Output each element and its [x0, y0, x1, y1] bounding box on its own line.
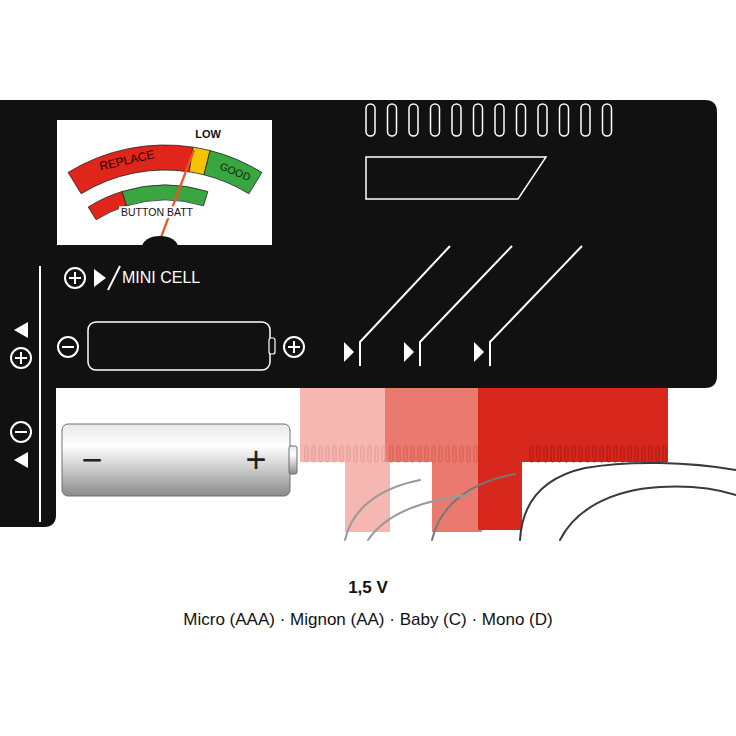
meter-text: BUTTON BATT [119, 206, 195, 218]
comb-slot [366, 104, 375, 136]
needle-pivot [142, 236, 178, 245]
comb-slot [603, 104, 612, 136]
slider-tooth [361, 446, 364, 462]
slider-tooth [579, 446, 582, 462]
comb-slot [452, 104, 461, 136]
slot-label: MINI CELL [122, 269, 200, 287]
button-good-band [122, 185, 208, 206]
slider-tooth [537, 446, 540, 462]
comb-slot [538, 104, 547, 136]
slider-tooth [544, 446, 547, 462]
slider-tooth [439, 446, 442, 462]
slider-tooth [467, 446, 470, 462]
mini-cell-nub [269, 338, 275, 354]
slot-label-text: MINI CELL [122, 269, 200, 286]
slider-tooth [460, 446, 463, 462]
meter-label: BUTTON BATT [119, 207, 195, 219]
slider-tooth [446, 446, 449, 462]
meter-text: LOW [193, 128, 223, 140]
slider-tooth [572, 446, 575, 462]
slider-tooth [628, 446, 631, 462]
slider-tooth [319, 446, 322, 462]
comb-slots [366, 104, 612, 136]
polarity-mark: + [245, 440, 266, 480]
comb-slot [581, 104, 590, 136]
comb-slot [495, 104, 504, 136]
slider-teeth [305, 446, 666, 462]
slider-small [300, 388, 390, 532]
comb-slot [409, 104, 418, 136]
size-caption-text: Micro (AAA) · Mignon (AA) · Baby (C) · M… [183, 610, 552, 629]
mini-cell-slot [88, 322, 270, 370]
polarity-mark: − [81, 440, 102, 480]
slider-tooth [530, 446, 533, 462]
slider-tooth [418, 446, 421, 462]
slider-tooth [593, 446, 596, 462]
comb-slot [517, 104, 526, 136]
slider-tooth [305, 446, 308, 462]
slider-tooth [326, 446, 329, 462]
slider-tooth [656, 446, 659, 462]
slider-large [478, 388, 668, 530]
slider-tooth [333, 446, 336, 462]
slider-tooth [411, 446, 414, 462]
slider-tooth [607, 446, 610, 462]
slider-tooth [614, 446, 617, 462]
slider-tooth [382, 446, 385, 462]
comb-slot [431, 104, 440, 136]
comb-slot [560, 104, 569, 136]
slider-tooth [354, 446, 357, 462]
slider-tooth [397, 446, 400, 462]
guide-line [39, 266, 41, 522]
slider-tooth [621, 446, 624, 462]
comb-slot [474, 104, 483, 136]
meter-label: LOW [193, 128, 223, 140]
slider-tooth [375, 446, 378, 462]
spring-contacts [344, 246, 582, 366]
slider-tooth [474, 446, 477, 462]
slider-tooth [390, 446, 393, 462]
slider-tooth [551, 446, 554, 462]
meter-needle [160, 150, 194, 240]
voltage-title-text: 1,5 V [348, 578, 388, 597]
slider-tooth [340, 446, 343, 462]
meter-window: LOWREPLACEGOODBUTTON BATT [57, 120, 272, 245]
slider-tooth [558, 446, 561, 462]
display-outline [366, 157, 546, 199]
aa-battery [62, 424, 290, 496]
slider-tooth [663, 446, 666, 462]
slider-tooth [635, 446, 638, 462]
battery-terminal [289, 446, 297, 474]
slider-tooth [432, 446, 435, 462]
slider-tooth [368, 446, 371, 462]
slider-tooth [453, 446, 456, 462]
slider-tooth [649, 446, 652, 462]
voltage-title: 1,5 V [348, 579, 388, 598]
slider-tooth [586, 446, 589, 462]
meter-scale [57, 120, 272, 245]
slider-tooth [312, 446, 315, 462]
good-band [204, 151, 262, 194]
tester-housing [0, 100, 717, 527]
slider-tooth [600, 446, 603, 462]
slider-medium [385, 388, 482, 532]
polarity-mark-text: − [81, 439, 102, 480]
slider-tooth [347, 446, 350, 462]
slider-tooth [425, 446, 428, 462]
slider-tooth [642, 446, 645, 462]
hand-outline [345, 463, 736, 540]
comb-slot [388, 104, 397, 136]
size-caption: Micro (AAA) · Mignon (AA) · Baby (C) · M… [183, 611, 552, 630]
slider-tooth [565, 446, 568, 462]
slider-tooth [404, 446, 407, 462]
polarity-mark-text: + [245, 439, 266, 480]
